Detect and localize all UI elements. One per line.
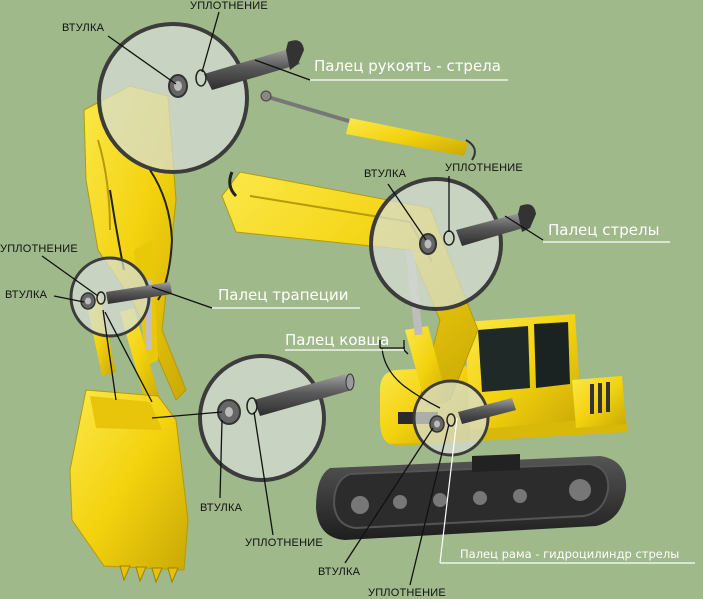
label-underlines <box>212 79 695 564</box>
label-seal-bucket: УПЛОТНЕНИЕ <box>245 537 323 549</box>
label-seal-frame: УПЛОТНЕНИЕ <box>368 587 446 599</box>
zoom-circle-frame-cylinder <box>412 379 516 457</box>
label-bushing-bucket: ВТУЛКА <box>200 502 243 514</box>
arm-cylinder <box>260 90 476 161</box>
label-pin-trapezoid: Палец трапеции <box>218 286 349 304</box>
label-seal-arm-boom: УПЛОТНЕНИЕ <box>190 0 268 12</box>
label-pin-bucket: Палец ковша <box>285 331 390 349</box>
zoom-circle-trapezoid <box>69 256 172 338</box>
label-bushing-boom: ВТУЛКА <box>364 168 407 180</box>
callout-lines <box>41 11 544 586</box>
label-seal-boom: УПЛОТНЕНИЕ <box>445 162 523 174</box>
label-seal-trapezoid: УПЛОТНЕНИЕ <box>0 243 78 255</box>
zoom-circle-bucket <box>198 354 355 482</box>
label-bushing-trapezoid: ВТУЛКА <box>5 289 48 301</box>
label-bushing-arm-boom: ВТУЛКА <box>62 22 105 34</box>
label-pin-frame-cylinder: Палец рама - гидроцилиндр стрелы <box>460 547 680 561</box>
label-bushing-frame: ВТУЛКА <box>318 566 361 578</box>
undercarriage <box>316 454 627 540</box>
label-pin-boom: Палец стрелы <box>548 221 660 239</box>
zoom-circle-arm-boom <box>97 22 304 174</box>
zoom-circle-boom <box>369 177 536 311</box>
bucket <box>69 296 189 584</box>
label-pin-arm-boom: Палец рукоять - стрела <box>314 57 501 75</box>
